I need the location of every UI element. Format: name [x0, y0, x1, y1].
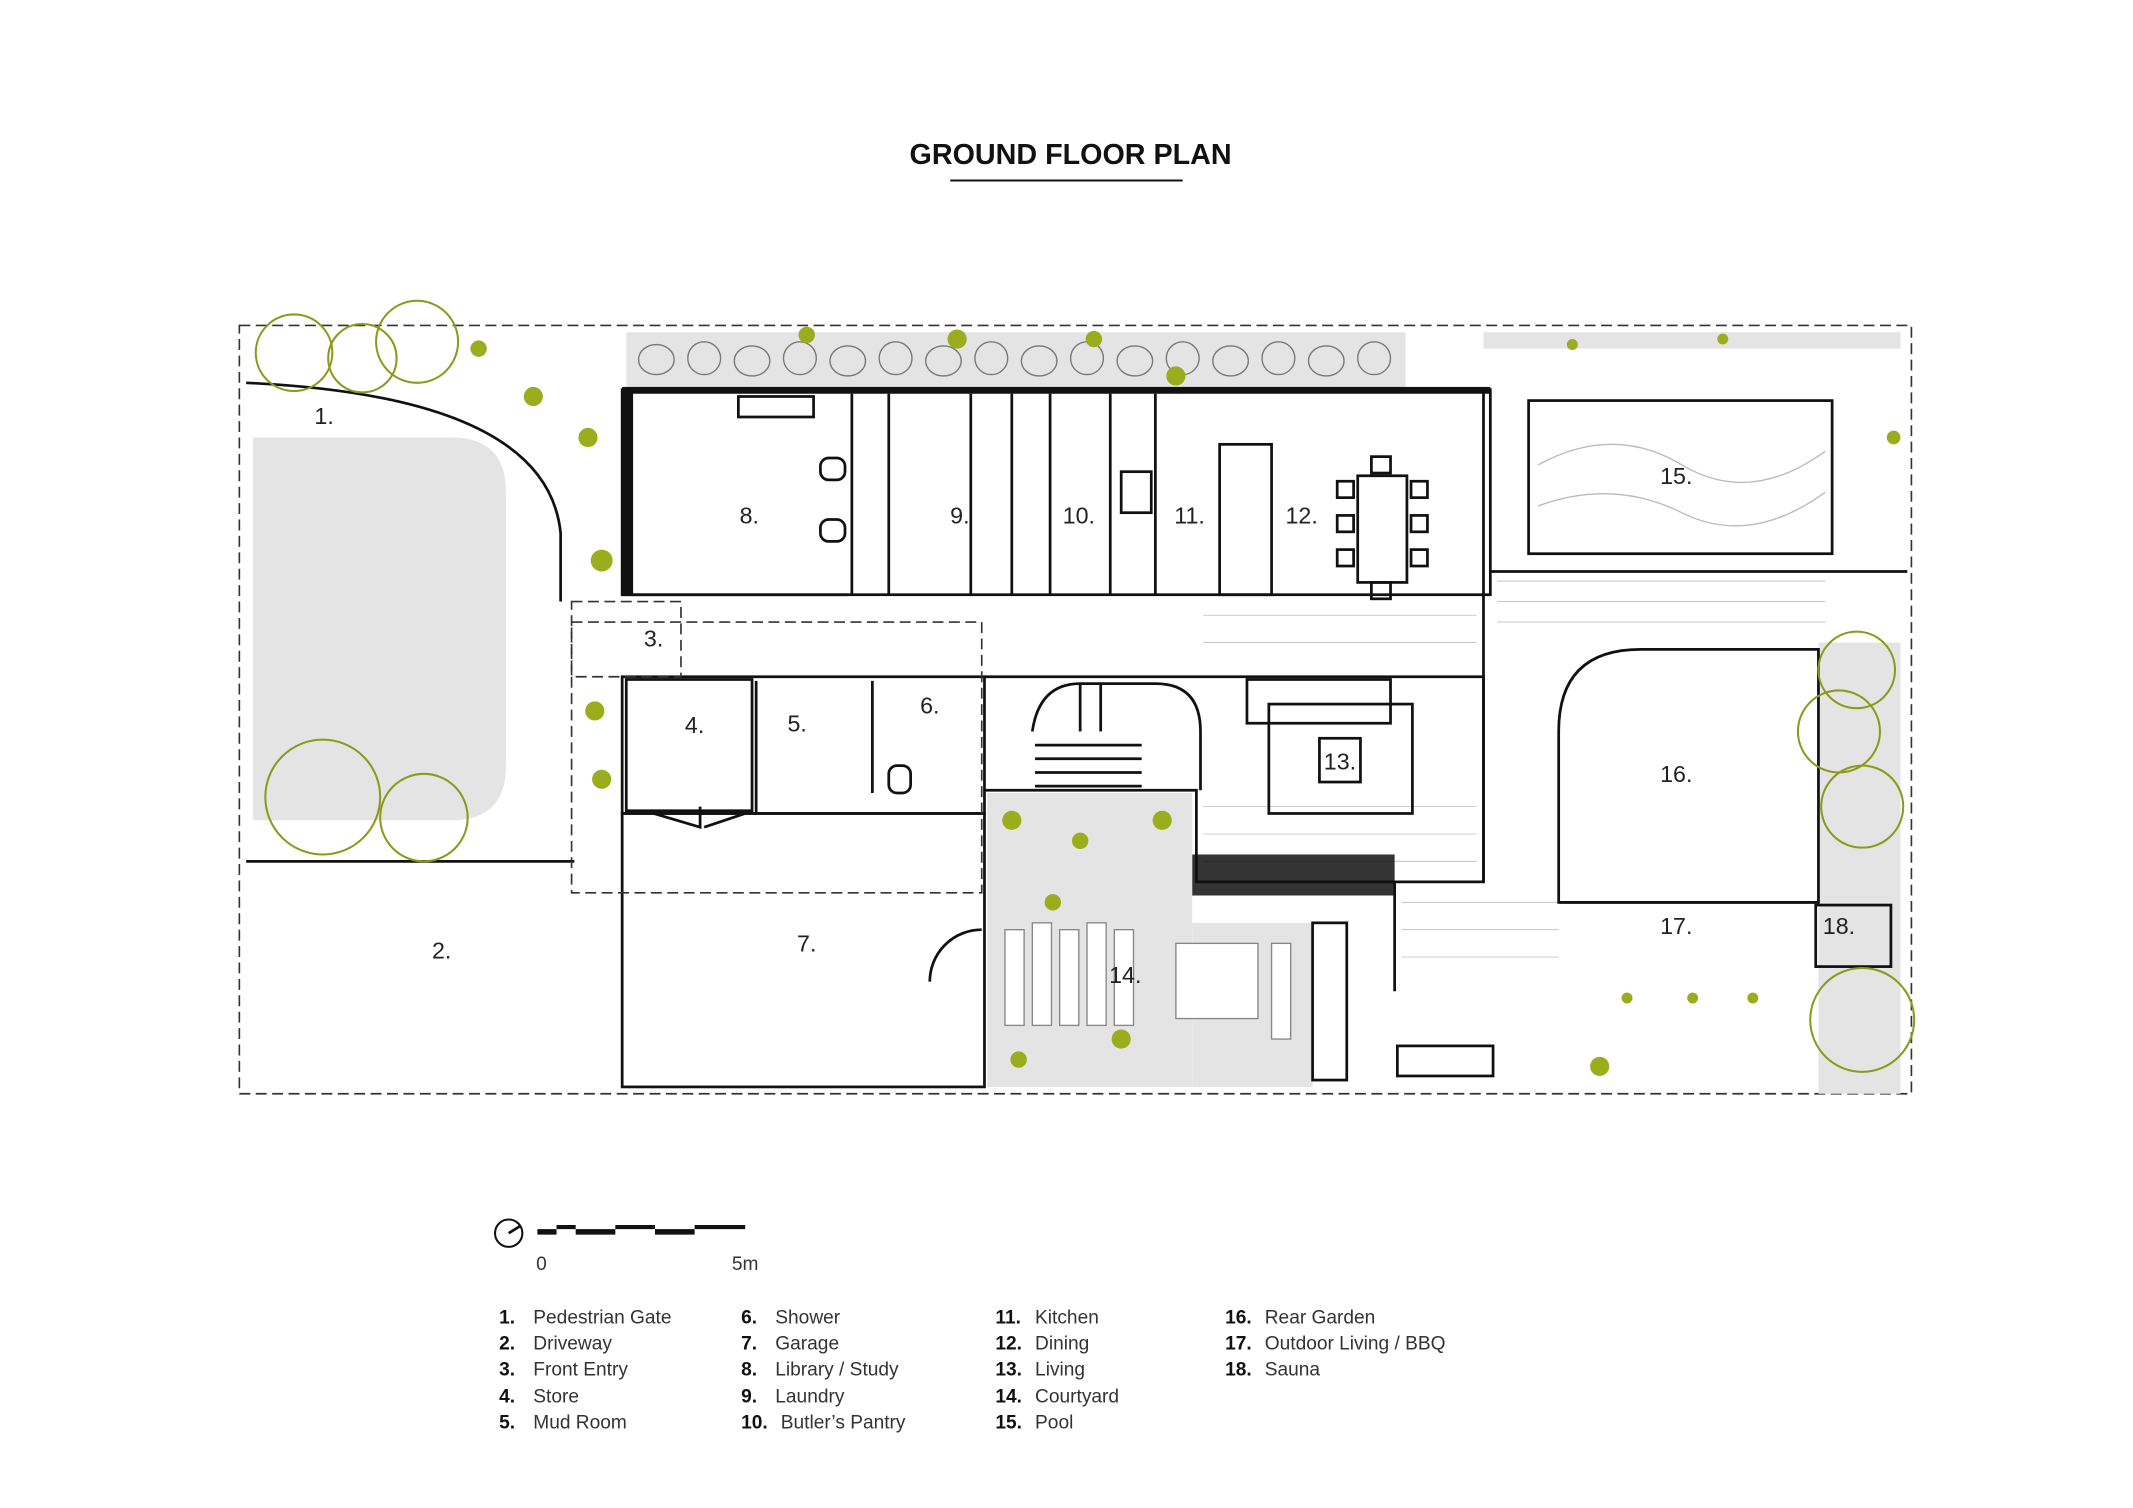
legend-label: Garage [775, 1333, 839, 1354]
legend-number: 8. [741, 1359, 757, 1380]
legend-label: Kitchen [1035, 1307, 1099, 1328]
room-label-18: 18. [1823, 913, 1855, 939]
legend-number: 11. [995, 1307, 1021, 1328]
deck-boards [1401, 580, 1826, 958]
legend-label: Pedestrian Gate [533, 1307, 671, 1328]
legend-label: Library / Study [775, 1359, 899, 1380]
room-label-5: 5. [787, 710, 806, 736]
stepping-stones [637, 341, 1392, 377]
garage [620, 812, 986, 1089]
legend-number: 6. [741, 1307, 757, 1328]
legend-label: Laundry [775, 1387, 845, 1408]
courtyard [987, 792, 1349, 1087]
legend: 1. Pedestrian Gate 2. Driveway 3. Front Entry… [499, 1307, 1445, 1433]
room-label-6: 6. [920, 693, 939, 719]
legend-number: 3. [499, 1359, 515, 1380]
legend-label: Dining [1035, 1333, 1089, 1354]
room-label-3: 3. [644, 626, 663, 652]
room-label-15: 15. [1660, 463, 1692, 489]
cooktop [1119, 470, 1153, 515]
legend-label: Shower [775, 1307, 840, 1328]
scale-start: 0 [536, 1254, 547, 1275]
legend-number: 13. [995, 1359, 1022, 1380]
stairs [1030, 682, 1202, 791]
bbq-bench [1395, 1044, 1495, 1078]
garden-strip [626, 332, 1406, 387]
plan-title: GROUND FLOOR PLAN [910, 139, 1232, 171]
legend-label: Mud Room [533, 1413, 627, 1434]
legend-label: Sauna [1265, 1359, 1321, 1380]
legend-label: Front Entry [533, 1359, 628, 1380]
dining-table [1356, 474, 1409, 584]
legend-label: Outdoor Living / BBQ [1265, 1333, 1446, 1354]
legend-number: 15. [995, 1413, 1022, 1434]
driveway-paving [253, 437, 506, 821]
legend-label: Courtyard [1035, 1387, 1119, 1408]
legend-label: Living [1035, 1359, 1085, 1380]
legend-label: Store [533, 1387, 579, 1408]
trees [254, 299, 1916, 1073]
coffee-table [1318, 736, 1362, 784]
room-label-2: 2. [432, 937, 451, 963]
legend-number: 9. [741, 1387, 757, 1408]
room-label-13: 13. [1324, 749, 1356, 775]
legend-number: 12. [995, 1333, 1022, 1354]
legend-number: 2. [499, 1333, 515, 1354]
north-wing [620, 388, 1492, 597]
legend-label: Driveway [533, 1333, 612, 1354]
room-label-10: 10. [1063, 503, 1095, 529]
room-label-16: 16. [1660, 761, 1692, 787]
scale-end: 5m [732, 1254, 759, 1275]
room-label-4: 4. [685, 712, 704, 738]
legend-number: 17. [1225, 1333, 1252, 1354]
rear-yard [1393, 399, 1908, 1078]
sofa [1245, 678, 1392, 725]
legend-number: 4. [499, 1387, 515, 1408]
legend-label: Pool [1035, 1413, 1073, 1434]
pool [1527, 399, 1834, 556]
room-label-8: 8. [740, 503, 759, 529]
rear-garden [1557, 648, 1820, 904]
legend-number: 1. [499, 1307, 515, 1328]
legend-number: 7. [741, 1333, 757, 1354]
room-label-17: 17. [1660, 913, 1692, 939]
legend-number: 16. [1225, 1307, 1252, 1328]
room-label-11: 11. [1174, 503, 1205, 529]
legend-number: 10. [741, 1413, 768, 1434]
plants [470, 326, 1901, 1076]
kitchen-island [1218, 442, 1273, 597]
room-label-9: 9. [950, 503, 969, 529]
legend-label: Butler’s Pantry [781, 1413, 906, 1434]
toilet [887, 764, 913, 795]
room-label-14: 14. [1109, 962, 1141, 988]
site-boundary [238, 324, 1913, 1095]
legend-number: 18. [1225, 1359, 1252, 1380]
rug [1267, 702, 1414, 815]
north-arrow-icon [493, 1218, 524, 1248]
room-label-7: 7. [797, 931, 816, 957]
legend-number: 14. [995, 1387, 1022, 1408]
legend-label: Rear Garden [1265, 1307, 1376, 1328]
room-label-1: 1. [314, 403, 333, 429]
site [238, 324, 1913, 1095]
sauna [1814, 903, 1893, 968]
scale-bar: 0 5m [493, 1218, 759, 1275]
room-label-12: 12. [1285, 503, 1317, 529]
room-labels: 1. 2. 3. 4. 5. 6. 7. 8. 9. 10. 11. 12. 1… [314, 403, 1855, 988]
house [570, 386, 1492, 1089]
legend-number: 5. [499, 1413, 515, 1434]
